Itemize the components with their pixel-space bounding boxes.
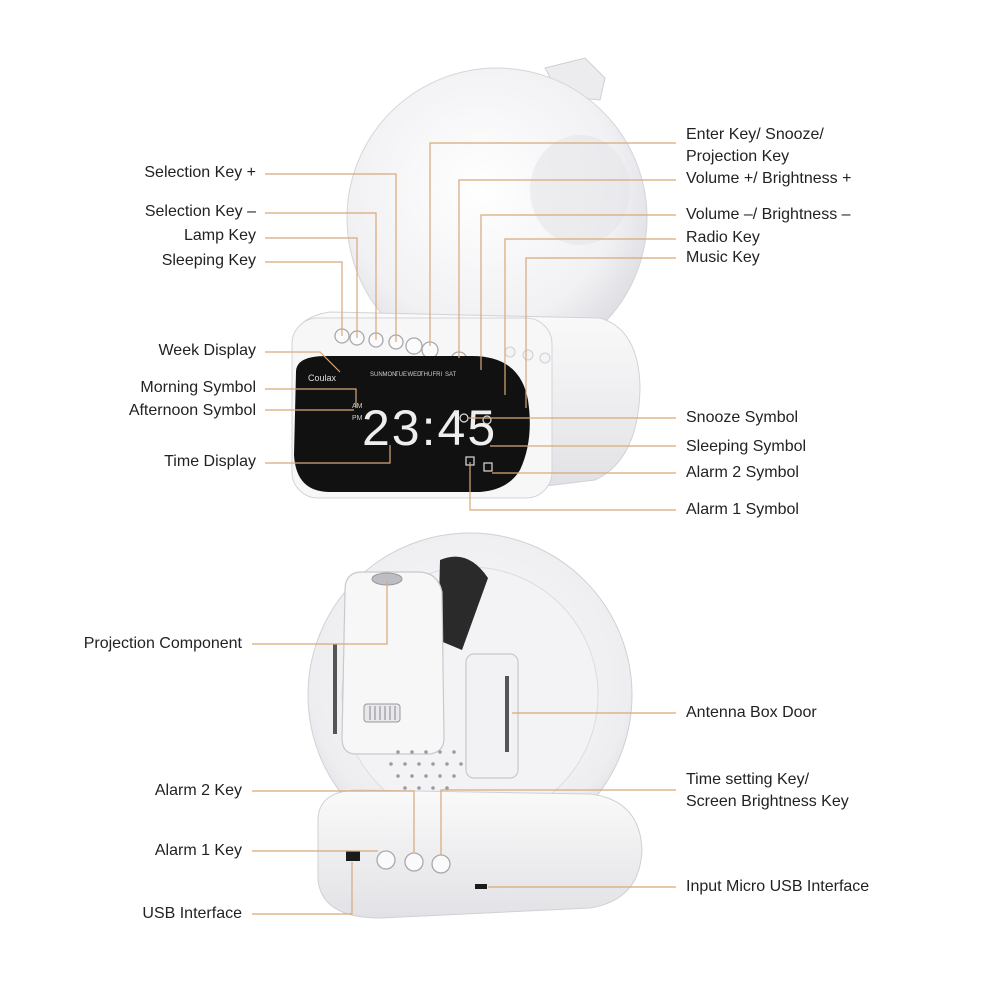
speaker-hole — [396, 750, 400, 754]
time-setting-key[interactable] — [431, 854, 451, 874]
focus-dial-ridges — [369, 706, 396, 720]
leader-lines — [252, 142, 676, 915]
speaker-hole — [452, 750, 456, 754]
label-week-display: Week Display — [158, 342, 256, 359]
label-alarm2-symbol: Alarm 2 Symbol — [686, 464, 799, 481]
aux-dot — [539, 352, 551, 364]
label-projection-component: Projection Component — [83, 635, 242, 652]
speaker-hole — [424, 750, 428, 754]
label-sleeping-symbol: Sleeping Symbol — [686, 438, 807, 455]
projection-component — [341, 571, 445, 755]
speaker-hole — [389, 762, 393, 766]
label-sleeping-key: Sleeping Key — [161, 252, 256, 269]
usb-port — [346, 851, 360, 861]
focus-dial[interactable] — [363, 703, 401, 723]
aux-dot — [522, 349, 534, 361]
weekday-label: THU — [420, 372, 432, 378]
speaker-hole — [438, 774, 442, 778]
speaker-hole — [431, 762, 435, 766]
label-morning-symbol: Morning Symbol — [140, 379, 256, 396]
weekday-label: MON — [383, 372, 397, 378]
speaker-hole — [417, 762, 421, 766]
dome-inner-shade — [530, 135, 630, 245]
label-enter-key-line2: Projection Key — [686, 148, 790, 165]
speaker-hole — [417, 786, 421, 790]
label-afternoon-symbol: Afternoon Symbol — [128, 402, 256, 419]
speaker-hole — [431, 786, 435, 790]
time-digits: 23:45 — [362, 400, 497, 456]
speaker-hole — [459, 762, 463, 766]
speaker-hole — [445, 762, 449, 766]
label-alarm1-symbol: Alarm 1 Symbol — [686, 501, 799, 518]
speaker-hole — [445, 786, 449, 790]
alarm2-symbol-icon — [483, 462, 493, 472]
speaker-hole — [396, 774, 400, 778]
alarm2-key[interactable] — [404, 852, 424, 872]
speaker-hole — [452, 774, 456, 778]
label-selection-key-minus: Selection Key – — [144, 203, 256, 220]
speaker-hole — [410, 750, 414, 754]
label-enter-key: Enter Key/ Snooze/ Projection Key — [686, 124, 824, 168]
speaker-grille — [389, 750, 463, 790]
bottom-device — [307, 532, 643, 919]
am-indicator: AM — [352, 403, 363, 410]
pm-indicator: PM — [352, 415, 363, 422]
label-usb-interface: USB Interface — [142, 905, 242, 922]
aux-dot — [504, 346, 516, 358]
label-time-setting-line1: Time setting Key/ — [686, 771, 810, 788]
lcd-screen — [294, 356, 530, 492]
alarm1-key[interactable] — [376, 850, 396, 870]
speaker-hole — [403, 762, 407, 766]
label-time-display: Time Display — [164, 453, 256, 470]
left-slot — [333, 644, 337, 734]
speaker-hole — [424, 774, 428, 778]
enter-key[interactable] — [405, 337, 423, 355]
brand-logo: Coulax — [308, 373, 337, 383]
weekday-label: TUE — [395, 372, 407, 378]
label-snooze-symbol: Snooze Symbol — [686, 409, 799, 426]
label-alarm1-key: Alarm 1 Key — [154, 842, 242, 859]
label-time-setting-key: Time setting Key/ Screen Brightness Key — [686, 769, 849, 813]
weekday-label: SUN — [370, 372, 383, 378]
bottom-base — [317, 789, 643, 919]
label-time-setting-line2: Screen Brightness Key — [686, 793, 849, 810]
weekday-label: WED — [408, 372, 423, 378]
label-selection-key-plus: Selection Key + — [144, 164, 256, 181]
speaker-hole — [403, 786, 407, 790]
speaker-hole — [438, 750, 442, 754]
label-alarm2-key: Alarm 2 Key — [154, 782, 242, 799]
label-enter-key-line1: Enter Key/ Snooze/ — [686, 126, 824, 143]
micro-usb-port — [475, 884, 487, 889]
antenna-slot — [505, 676, 509, 752]
label-micro-usb-interface: Input Micro USB Interface — [686, 878, 870, 895]
label-volume-plus: Volume +/ Brightness + — [686, 170, 852, 187]
antenna-box-door[interactable] — [465, 653, 519, 779]
speaker-hole — [410, 774, 414, 778]
sleeping-symbol-icon — [482, 415, 492, 425]
label-radio-key: Radio Key — [686, 229, 760, 246]
weekday-label: SAT — [445, 372, 457, 378]
weekday-label: FRI — [433, 372, 443, 378]
label-lamp-key: Lamp Key — [183, 227, 256, 244]
label-volume-minus: Volume –/ Brightness – — [686, 206, 851, 223]
label-music-key: Music Key — [686, 249, 760, 266]
projector-hinge-shadow — [438, 556, 488, 650]
label-antenna-box-door: Antenna Box Door — [686, 704, 817, 721]
